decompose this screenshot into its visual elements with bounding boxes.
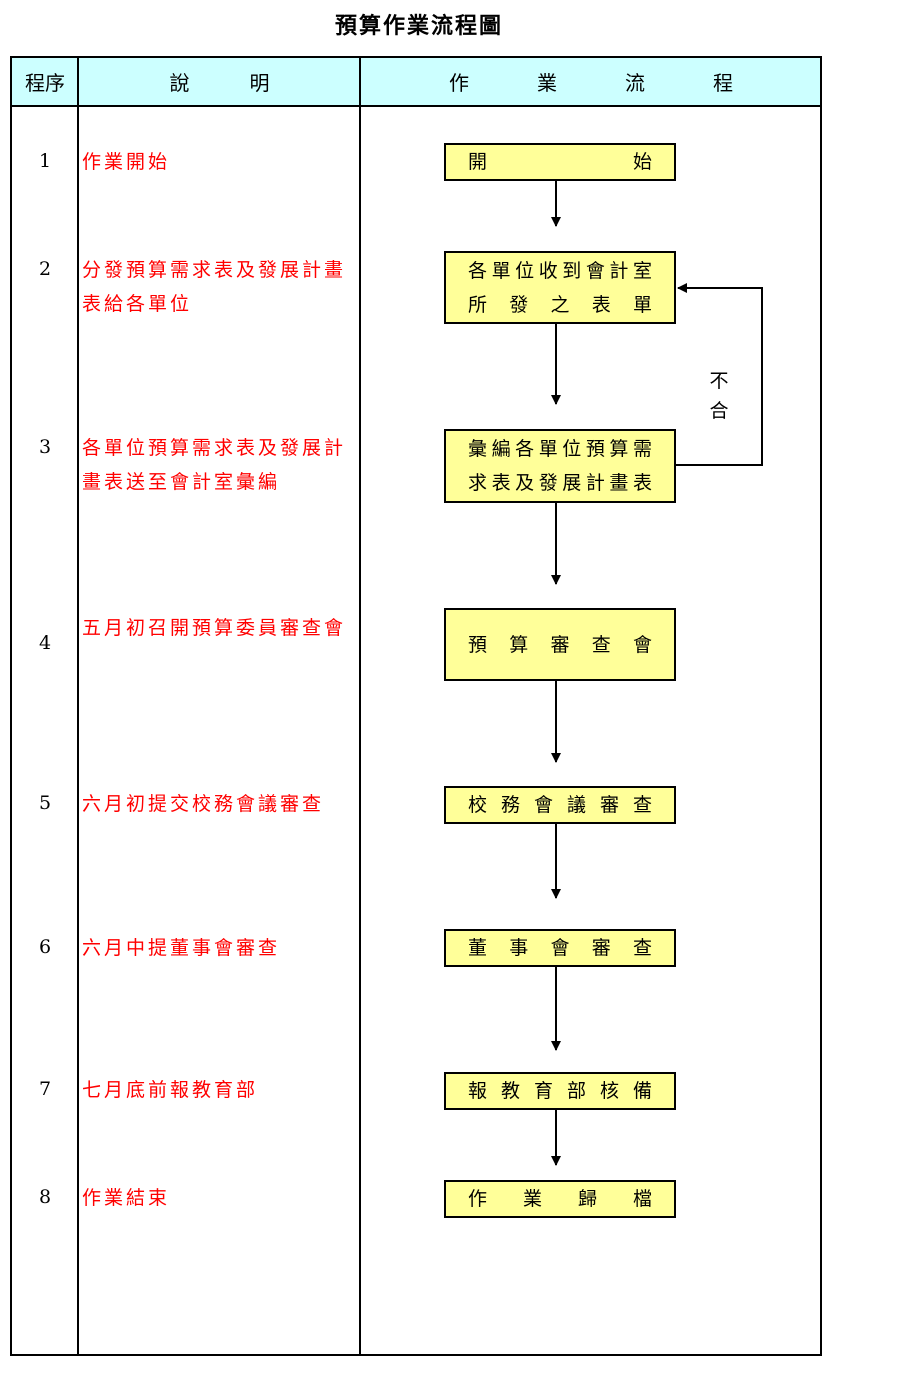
step-number-7: 7 [38, 1078, 52, 1100]
header-flow: 作業流程 [361, 56, 821, 106]
flow-box-budget-review: 預算審查會 [444, 608, 676, 681]
flow-box-school-affairs: 校務會議審查 [444, 786, 676, 824]
step-description-5: 六月初提交校務會議審查 [82, 793, 325, 815]
step-number-1: 1 [38, 150, 52, 172]
flow-box-text: 開始 [468, 151, 652, 173]
step-description-6: 六月中提董事會審查 [82, 937, 281, 959]
flow-box-board-review: 董事會審查 [444, 929, 676, 967]
flow-box-text: 校務會議審查 [468, 794, 652, 816]
step-description-2: 分發預算需求表及發展計畫表給各單位 [82, 259, 347, 315]
flow-box-text: 各單位收到會計室 [468, 259, 652, 282]
flow-box-text: 彙編各單位預算需 [468, 438, 652, 460]
step-number-3: 3 [38, 436, 52, 458]
flow-box-text: 求表及發展計畫表 [468, 472, 652, 494]
flow-box-report-ministry: 報教育部核備 [444, 1072, 676, 1110]
flow-box-compile: 彙編各單位預算需 求表及發展計畫表 [444, 429, 676, 503]
flow-box-text: 作業歸檔 [468, 1188, 652, 1210]
table-frame [10, 56, 822, 1356]
flow-box-archive: 作業歸檔 [444, 1180, 676, 1218]
step-number-8: 8 [38, 1186, 52, 1208]
header-divider [10, 105, 822, 107]
flow-box-text: 報教育部核備 [468, 1080, 652, 1102]
page-title: 預算作業流程圖 [334, 13, 503, 39]
header-sequence: 程序 [12, 56, 78, 106]
flow-box-start: 開始 [444, 143, 676, 181]
flow-box-text: 預算審查會 [468, 633, 652, 656]
step-description-1: 作業開始 [82, 151, 171, 173]
step-number-6: 6 [38, 936, 52, 958]
flow-box-receive-forms: 各單位收到會計室 所發之表單 [444, 251, 676, 324]
step-number-5: 5 [38, 792, 52, 814]
step-number-4: 4 [38, 632, 52, 654]
column-divider-1 [77, 56, 79, 1356]
step-description-4: 五月初召開預算委員審查會 [82, 617, 347, 639]
flow-box-text: 董事會審查 [468, 937, 652, 959]
step-description-3: 各單位預算需求表及發展計畫表送至會計室彙編 [82, 437, 347, 493]
header-description: 說明 [79, 56, 360, 106]
column-divider-2 [359, 56, 361, 1356]
reject-loop-arrow [676, 283, 763, 466]
step-number-2: 2 [38, 258, 52, 280]
reject-label: 不合 [709, 370, 729, 422]
step-description-8: 作業結束 [82, 1187, 171, 1209]
step-description-7: 七月底前報教育部 [82, 1079, 259, 1101]
flow-box-text: 所發之表單 [468, 293, 652, 316]
